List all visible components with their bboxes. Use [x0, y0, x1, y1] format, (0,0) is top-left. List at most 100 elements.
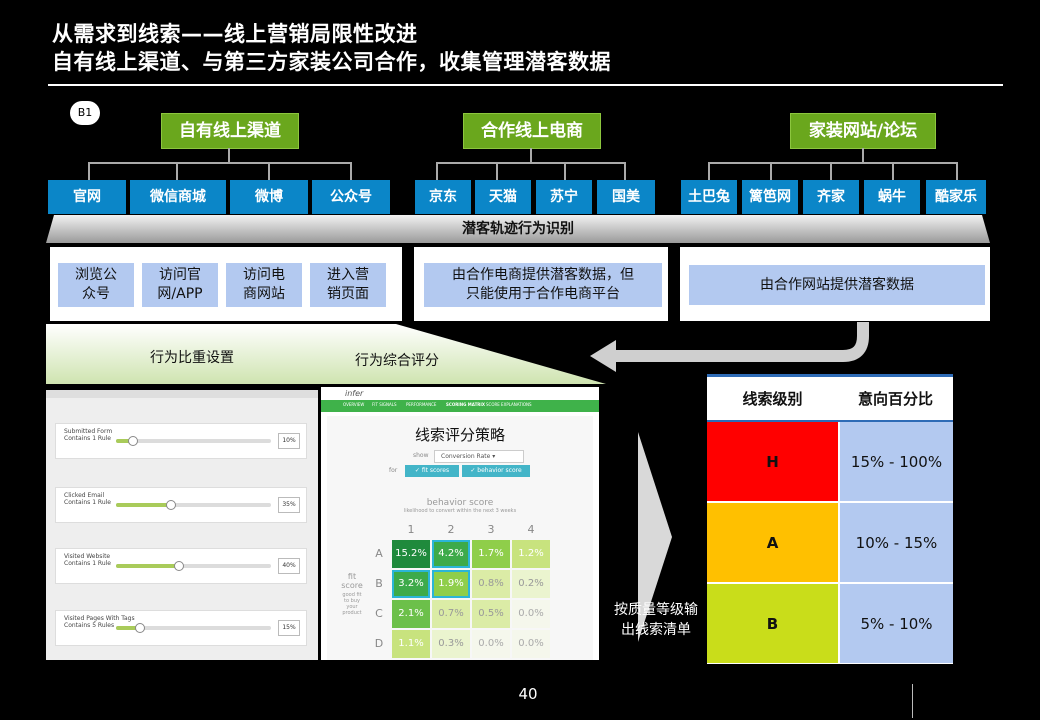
category-home-sites: 家装网站/论坛: [790, 113, 936, 149]
grade-range-h: 15% - 100%: [840, 422, 953, 501]
matrix-cell[interactable]: 0.8%: [472, 570, 510, 598]
behavior-enter-marketing-page: 进入营 销页面: [310, 263, 386, 307]
page-number: 40: [518, 685, 538, 703]
connector: [88, 162, 352, 164]
nav-performance[interactable]: PERFORMANCE: [406, 402, 437, 407]
channel-suning: 苏宁: [536, 180, 592, 214]
weight-row-name: Visited Website: [64, 553, 111, 560]
behavior-visit-ecommerce: 访问电 商网站: [226, 263, 302, 307]
toggle-behavior-score[interactable]: ✓ behavior score: [462, 465, 530, 477]
fit-score-label: fit score: [341, 572, 363, 590]
matrix-cell[interactable]: 3.2%: [392, 570, 430, 598]
scoring-nav: [321, 400, 599, 412]
weight-slider-knob[interactable]: [128, 436, 138, 446]
connector: [350, 162, 352, 180]
matrix-cell[interactable]: 1.1%: [392, 630, 430, 658]
weight-row-name: Visited Pages With Tags: [64, 615, 135, 622]
grade-header-level: 线索级别: [742, 390, 803, 408]
channel-kujiale: 酷家乐: [926, 180, 986, 214]
weight-row-sub: Contains 1 Rule: [64, 560, 111, 567]
matrix-cell[interactable]: 0.7%: [432, 600, 470, 628]
scoring-title: 线索评分策略: [414, 426, 505, 444]
channel-website: 官网: [48, 180, 126, 214]
matrix-cell[interactable]: 0.0%: [512, 600, 550, 628]
category-ecommerce: 合作线上电商: [463, 113, 601, 149]
connector: [708, 162, 956, 164]
connector: [770, 162, 772, 180]
connector: [530, 148, 532, 162]
matrix-cell[interactable]: 0.2%: [512, 570, 550, 598]
matrix-cell[interactable]: 1.2%: [512, 540, 550, 568]
behavior-banner: 潜客轨迹行为识别: [462, 221, 574, 237]
show-select[interactable]: Conversion Rate ▾: [434, 450, 524, 463]
connector: [436, 162, 438, 180]
matrix-cell[interactable]: 0.0%: [512, 630, 550, 658]
weight-value[interactable]: 35%: [278, 497, 300, 513]
matrix-cell[interactable]: 1.7%: [472, 540, 510, 568]
grade-header-percent: 意向百分比: [857, 390, 933, 408]
matrix-row-header: C: [375, 607, 383, 620]
connector: [176, 162, 178, 180]
process-funnel-shape: [46, 324, 606, 384]
matrix-cell[interactable]: 4.2%: [432, 540, 470, 568]
weight-slider[interactable]: [116, 623, 271, 633]
matrix-cell[interactable]: 0.0%: [472, 630, 510, 658]
nav-score-explanations[interactable]: SCORE EXPLANATIONS: [486, 402, 532, 407]
weight-value[interactable]: 40%: [278, 558, 300, 574]
weight-row-sub: Contains 5 Rules: [64, 622, 115, 629]
channel-tmall: 天猫: [475, 180, 531, 214]
weight-slider[interactable]: [116, 561, 271, 571]
matrix-row-header: A: [375, 547, 383, 560]
page-subtitle: 自有线上渠道、与第三方家装公司合作，收集管理潜客数据: [52, 50, 611, 74]
weight-slider-fill: [116, 503, 170, 507]
matrix-cell[interactable]: 1.9%: [432, 570, 470, 598]
matrix-cell[interactable]: 0.5%: [472, 600, 510, 628]
weight-slider-knob[interactable]: [135, 623, 145, 633]
matrix-axis-title: behavior score: [426, 498, 494, 508]
nav-scoring-matrix[interactable]: SCORING MATRIX: [446, 402, 485, 407]
weight-slider-fill: [116, 439, 132, 443]
weight-slider-knob[interactable]: [174, 561, 184, 571]
weight-value[interactable]: 10%: [278, 433, 300, 449]
weight-row-name: Clicked Email: [64, 492, 105, 499]
matrix-cell[interactable]: 15.2%: [392, 540, 430, 568]
behavior-banner-shape: [46, 215, 990, 243]
grade-range-b: 5% - 10%: [840, 584, 953, 663]
nav-fit-signals[interactable]: FIT SIGNALS: [372, 402, 397, 407]
curved-return-arrow-icon: [590, 322, 869, 372]
behavior-ecommerce-data: 由合作电商提供潜客数据，但 只能使用于合作电商平台: [424, 263, 662, 307]
grade-table-topline: [707, 374, 953, 377]
grade-cell-h: H: [707, 422, 838, 501]
weight-row-name: Submitted Form: [64, 428, 113, 435]
connector: [436, 162, 626, 164]
matrix-cell[interactable]: 2.1%: [392, 600, 430, 628]
weight-slider-knob[interactable]: [166, 500, 176, 510]
section-badge: B1: [70, 101, 100, 125]
channel-jd: 京东: [415, 180, 471, 214]
weight-slider[interactable]: [116, 500, 271, 510]
weight-slider[interactable]: [116, 436, 271, 446]
toggle-fit-scores[interactable]: ✓ fit scores: [405, 465, 459, 477]
overall-score-label: 行为综合评分: [355, 353, 439, 369]
weight-value[interactable]: 15%: [278, 620, 300, 636]
grade-cell-a: A: [707, 503, 838, 582]
channel-gome: 国美: [597, 180, 655, 214]
connector: [956, 162, 958, 180]
matrix-axis-sub: likelihood to convert within the next 3 …: [403, 508, 517, 514]
connector: [496, 162, 498, 180]
nav-overview[interactable]: OVERVIEW: [343, 402, 365, 407]
matrix-cell[interactable]: 0.3%: [432, 630, 470, 658]
grade-header-divider: [707, 420, 953, 422]
connector: [708, 162, 710, 180]
matrix-col-header: 2: [447, 523, 455, 536]
connector: [228, 148, 230, 162]
show-label: show: [413, 452, 429, 459]
behavior-site-data: 由合作网站提供潜客数据: [689, 265, 985, 305]
connector: [564, 162, 566, 180]
weight-row-sub: Contains 1 Rule: [64, 435, 111, 442]
for-label: for: [389, 467, 398, 474]
weights-panel-header: [46, 390, 318, 398]
